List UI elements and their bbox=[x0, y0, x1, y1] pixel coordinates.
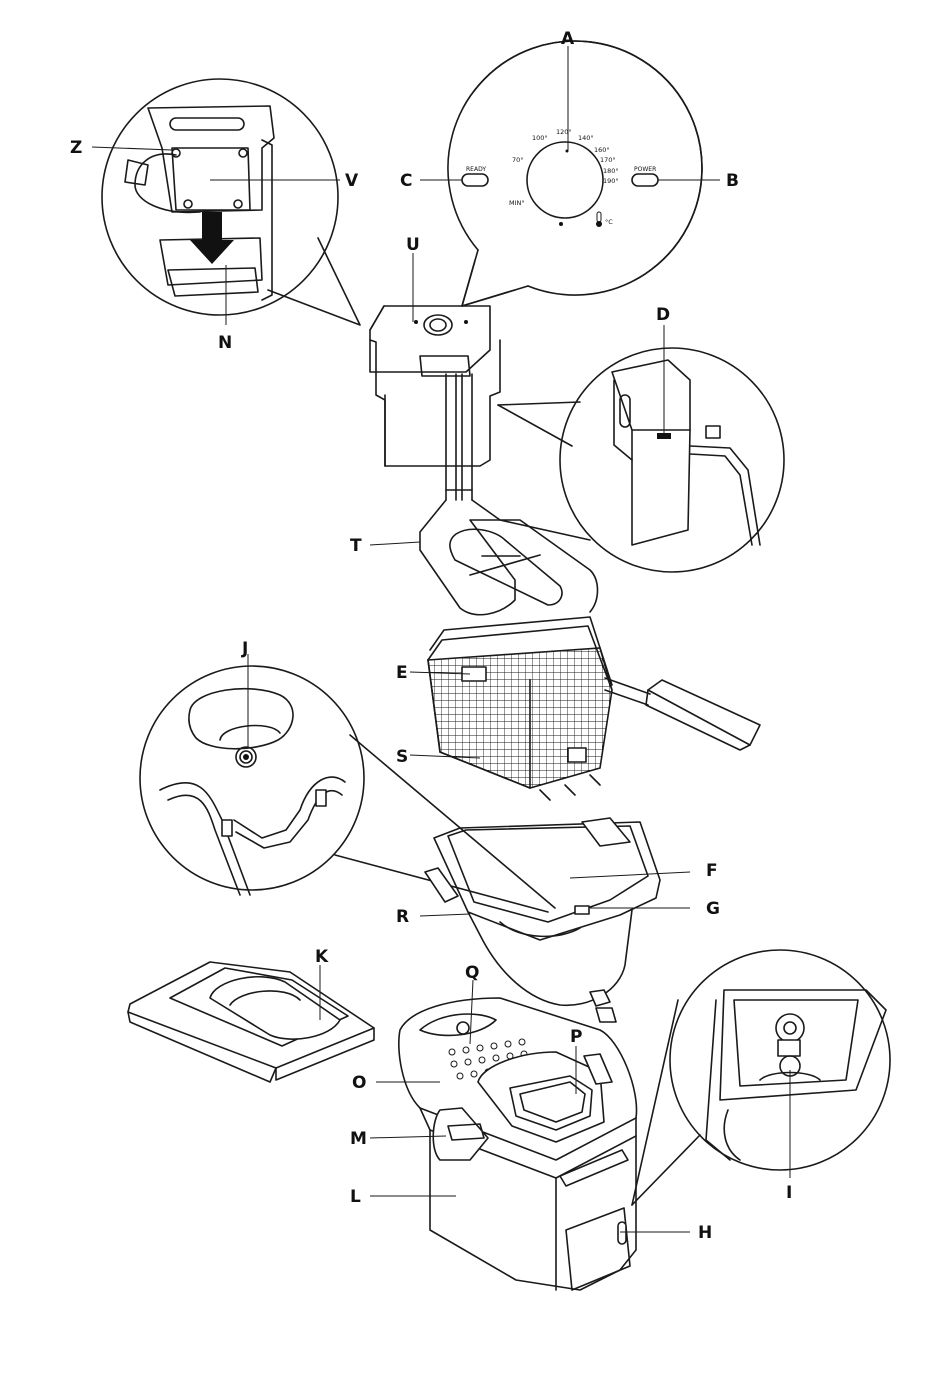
cord-storage-callout bbox=[92, 79, 360, 325]
label-l: L bbox=[350, 1187, 361, 1207]
control-panel-callout: READY POWER 70° 100° 120° 140° 160° 170°… bbox=[420, 41, 720, 306]
label-h: H bbox=[698, 1223, 712, 1243]
label-o: O bbox=[352, 1073, 366, 1093]
temp-190: 190° bbox=[603, 177, 619, 185]
label-d: D bbox=[656, 305, 670, 325]
label-e: E bbox=[396, 663, 408, 683]
label-r: R bbox=[396, 907, 409, 927]
label-g: G bbox=[706, 899, 720, 919]
label-m: M bbox=[350, 1129, 367, 1149]
temp-160: 160° bbox=[594, 146, 610, 154]
label-z: Z bbox=[70, 138, 82, 158]
label-f: F bbox=[706, 861, 718, 881]
temp-180: 180° bbox=[603, 167, 619, 175]
unit-label: °C bbox=[605, 218, 613, 226]
temp-70: 70° bbox=[512, 156, 524, 164]
drain-callout bbox=[632, 950, 890, 1205]
ready-label: READY bbox=[466, 166, 486, 173]
safety-switch-indicator bbox=[657, 433, 671, 439]
min-label: MIN° bbox=[509, 199, 525, 207]
label-u: U bbox=[406, 235, 420, 255]
label-b: B bbox=[726, 171, 739, 191]
frying-basket bbox=[410, 617, 760, 800]
temp-100: 100° bbox=[532, 134, 548, 142]
temp-170: 170° bbox=[600, 156, 616, 164]
label-q: Q bbox=[465, 963, 479, 983]
label-p: P bbox=[570, 1027, 582, 1047]
label-c: C bbox=[400, 171, 412, 191]
label-s: S bbox=[396, 747, 408, 767]
label-n: N bbox=[218, 333, 232, 353]
label-k: K bbox=[315, 947, 329, 967]
label-t: T bbox=[350, 536, 362, 556]
power-label: POWER bbox=[634, 166, 656, 173]
oil-bowl bbox=[420, 818, 690, 1022]
temp-120: 120° bbox=[556, 128, 572, 136]
label-i: I bbox=[786, 1183, 792, 1203]
main-housing bbox=[370, 980, 690, 1290]
label-a: A bbox=[561, 29, 575, 49]
temp-140: 140° bbox=[578, 134, 594, 142]
label-v: V bbox=[345, 171, 359, 191]
lid bbox=[128, 962, 374, 1082]
label-j: J bbox=[241, 639, 248, 659]
